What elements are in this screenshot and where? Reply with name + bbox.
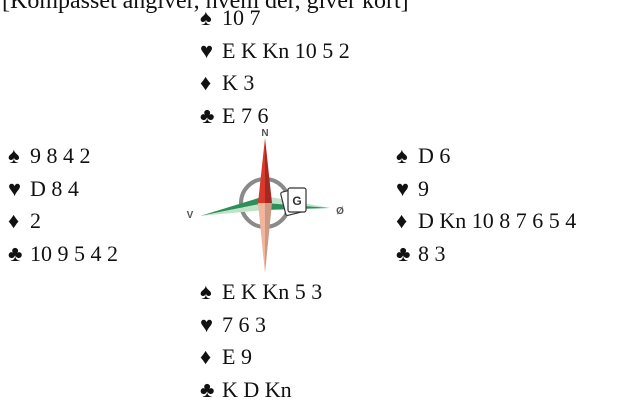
south-diamonds-row: ♦ E 9 [200,341,322,374]
east-spades: D 6 [418,143,451,168]
club-icon: ♣ [200,103,215,129]
south-hearts: 7 6 3 [222,311,266,337]
north-spades-row: ♠ 10 7 [200,2,350,35]
club-icon: ♣ [200,377,215,403]
west-clubs-row: ♣ 10 9 5 4 2 [8,238,118,271]
east-hearts: 9 [418,175,429,201]
dealer-badge: G [292,194,301,208]
west-spades-row: ♠ 9 8 4 2 [8,140,118,173]
compass-west-point [200,196,265,216]
south-diamonds: E 9 [222,344,252,370]
compass-rose-icon: G N S V Ø [187,128,344,273]
north-clubs-row: ♣ E 7 6 [200,100,350,133]
spade-icon: ♠ [200,5,212,30]
spade-icon: ♠ [396,143,408,168]
compass-north-point-dark [265,138,272,203]
compass-south-point-dark [265,203,272,273]
club-icon: ♣ [396,241,411,267]
hand-east: ♠D 6 ♥9 ♦D Kn 10 8 7 6 5 4 ♣8 3 [396,140,576,271]
south-spades-row: ♠ E K Kn 5 3 [200,276,322,309]
west-clubs: 10 9 5 4 2 [30,241,118,267]
dealer-cards-icon: G [280,187,307,216]
heart-icon: ♥ [200,37,214,63]
west-hearts: D 8 4 [30,175,79,201]
compass-west-point-light [200,203,265,216]
compass-label-north: N [261,128,268,139]
south-clubs: K D Kn [222,377,292,403]
south-hearts-row: ♥ 7 6 3 [200,309,322,342]
compass-label-east: Ø [336,206,344,217]
west-spades: 9 8 4 2 [30,143,91,168]
east-clubs-row: ♣ 8 3 [396,238,576,271]
hand-north: ♠ 10 7 ♥ E K Kn 10 5 2 ♦ K 3 ♣ E 7 6 [200,2,350,133]
diamond-icon: ♦ [8,208,20,234]
east-spades-row: ♠ D 6 [396,140,576,173]
heart-icon: ♥ [396,175,410,201]
east-hearts-row: ♥9 [396,173,576,206]
diamond-icon: ♦ [396,208,408,234]
east-diamonds-row: ♦ D Kn 10 8 7 6 5 4 [396,205,576,238]
south-clubs-row: ♣ K D Kn [200,374,322,407]
west-diamonds: 2 [30,208,41,234]
north-diamonds-row: ♦ K 3 [200,67,350,100]
west-hearts-row: ♥ D 8 4 [8,173,118,206]
compass-south-point [258,203,265,273]
diamond-icon: ♦ [200,70,212,96]
south-spades: E K Kn 5 3 [222,279,323,304]
north-hearts: E K Kn 10 5 2 [222,37,350,63]
hand-south: ♠ E K Kn 5 3 ♥ 7 6 3 ♦ E 9 ♣ K D Kn [200,276,322,407]
page-title: [Kompasset angiver, hvem der, giver kort… [2,0,409,14]
north-spades: 10 7 [222,5,261,30]
north-hearts-row: ♥ E K Kn 10 5 2 [200,35,350,68]
spade-icon: ♠ [200,279,212,304]
diamond-icon: ♦ [200,344,212,370]
east-clubs: 8 3 [418,241,446,267]
heart-icon: ♥ [200,311,214,337]
heart-icon: ♥ [8,175,22,201]
compass-label-west: V [187,210,194,221]
north-clubs: E 7 6 [222,103,269,129]
north-diamonds: K 3 [222,70,255,96]
spade-icon: ♠ [8,143,20,168]
hand-west: ♠9 8 4 2 ♥D 8 4 ♦2 ♣10 9 5 4 2 [8,140,118,271]
east-diamonds: D Kn 10 8 7 6 5 4 [418,208,577,234]
west-diamonds-row: ♦2 [8,205,118,238]
club-icon: ♣ [8,241,23,267]
compass-north-point [258,138,265,203]
